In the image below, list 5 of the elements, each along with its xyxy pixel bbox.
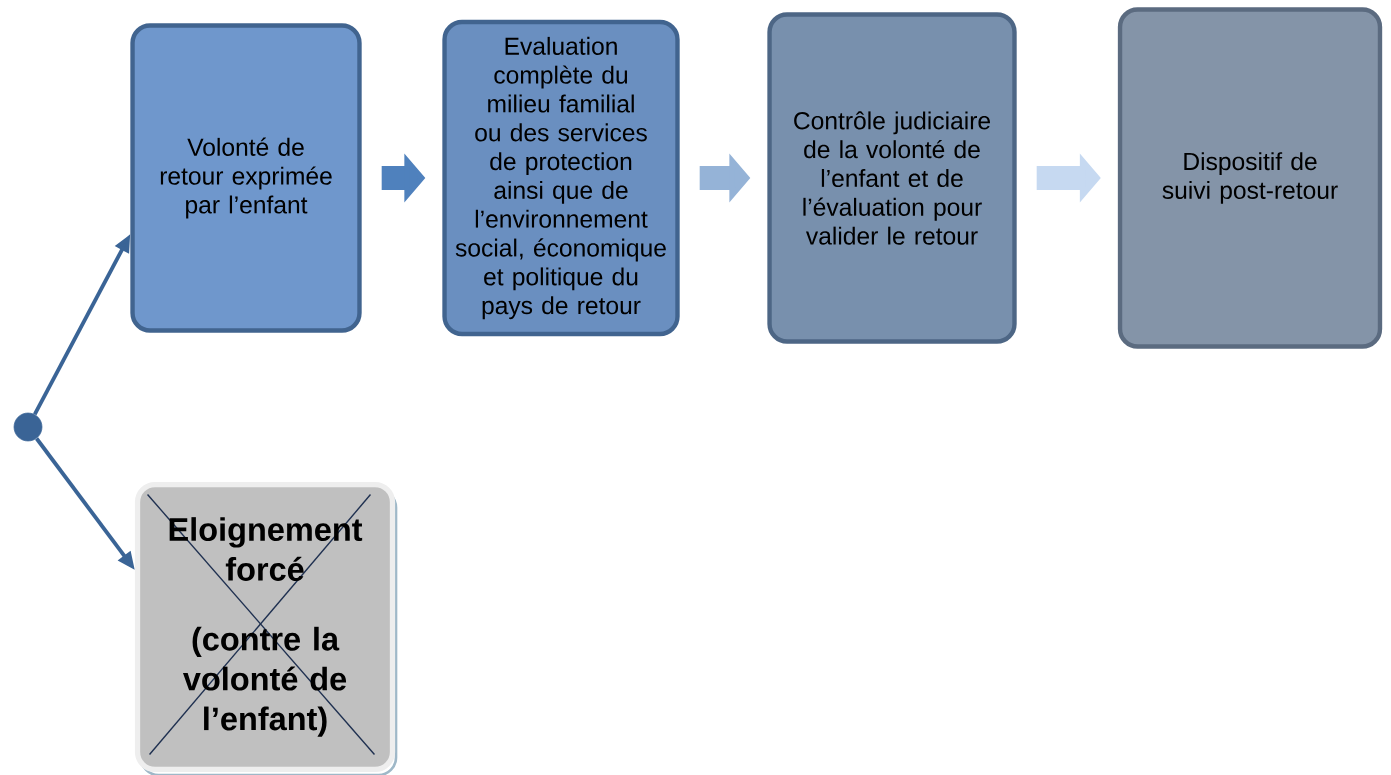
branch-dot xyxy=(13,412,43,442)
process-box: Evaluation complète du milieu familial ou des services de protection ainsi que de l’environnement social, économique et politique du pays de retour xyxy=(442,19,680,337)
process-box: Contrôle judiciaire de la volonté de l’enfant et de l’évaluation pour valider le retour xyxy=(767,12,1017,344)
process-box: Volonté de retour exprimée par l’enfant xyxy=(130,23,362,333)
process-box: Dispositif de suivi post-retour xyxy=(1117,7,1383,349)
